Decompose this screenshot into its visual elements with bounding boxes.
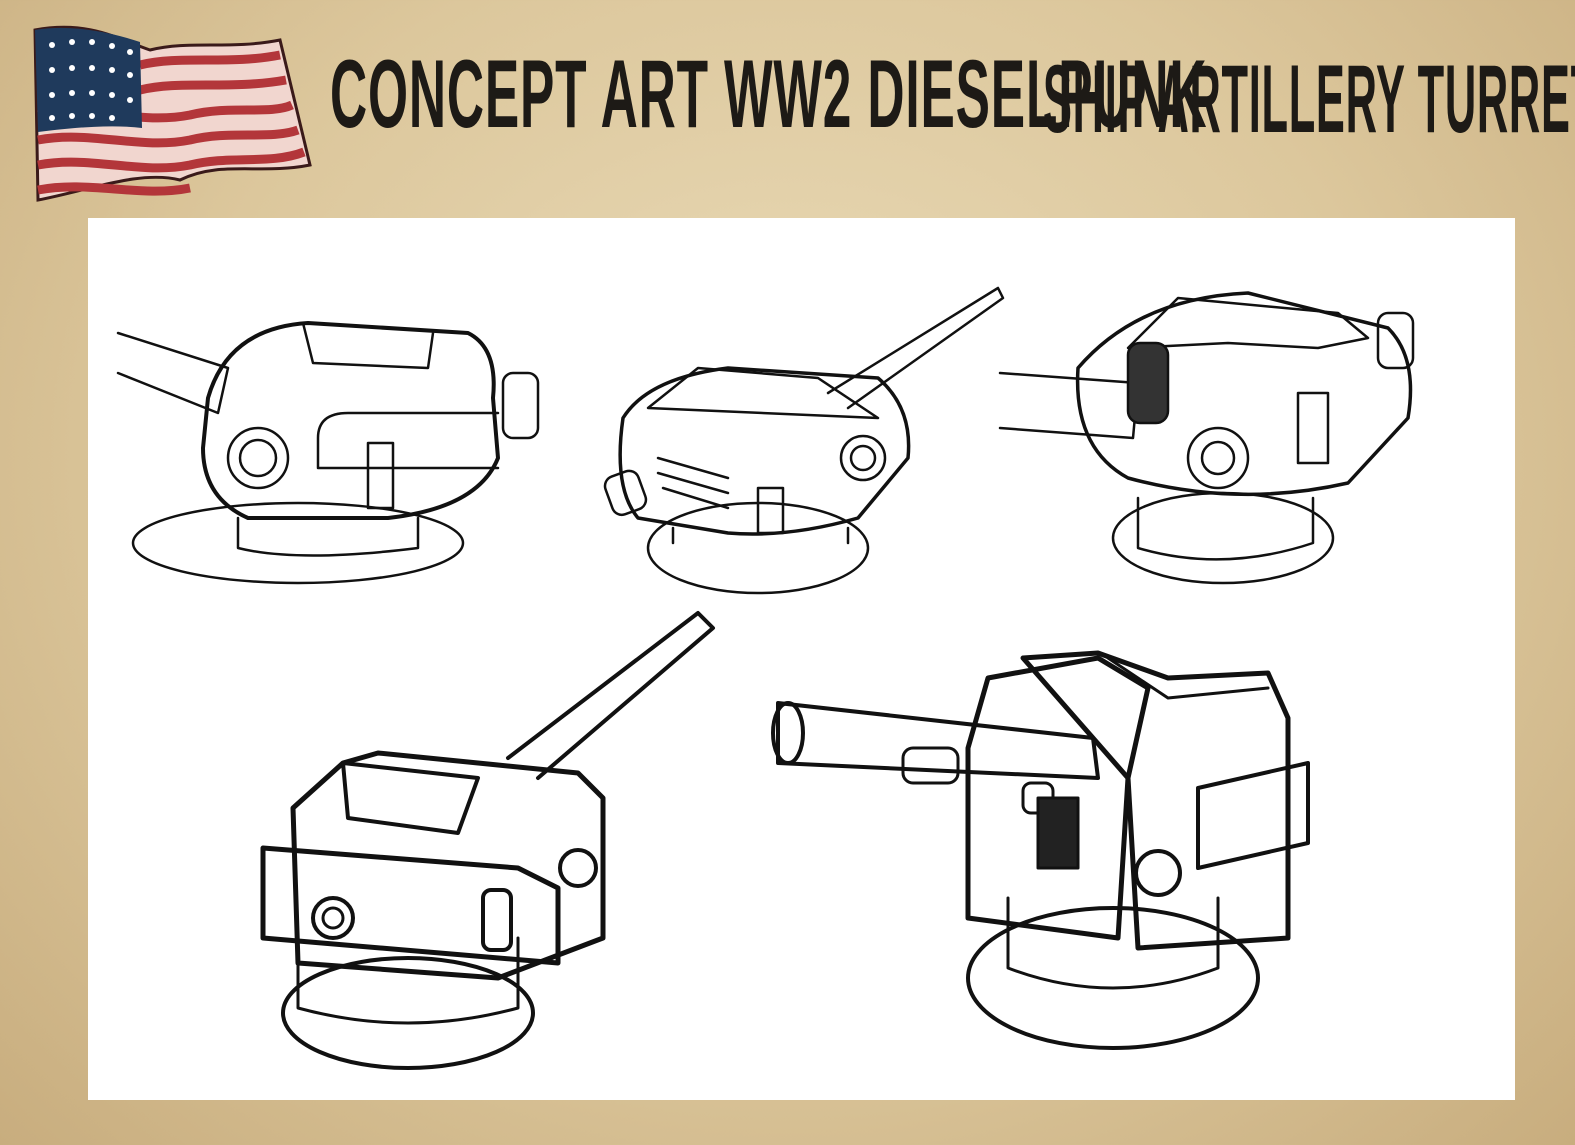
turret-sketch-3 bbox=[998, 291, 1415, 585]
turret-sketch-2 bbox=[603, 286, 1005, 595]
turret-sketch-4 bbox=[260, 611, 715, 1070]
page-title: CONCEPT ART WW2 DIESELPUNK bbox=[330, 41, 1208, 149]
turret-sketch-5 bbox=[771, 650, 1310, 1050]
us-flag-icon bbox=[33, 25, 312, 202]
sketch-panel bbox=[88, 218, 1515, 1100]
turret-sketch-1 bbox=[116, 321, 540, 585]
page-subtitle: SHIP ARTILLERY TURRETS bbox=[1043, 46, 1575, 154]
